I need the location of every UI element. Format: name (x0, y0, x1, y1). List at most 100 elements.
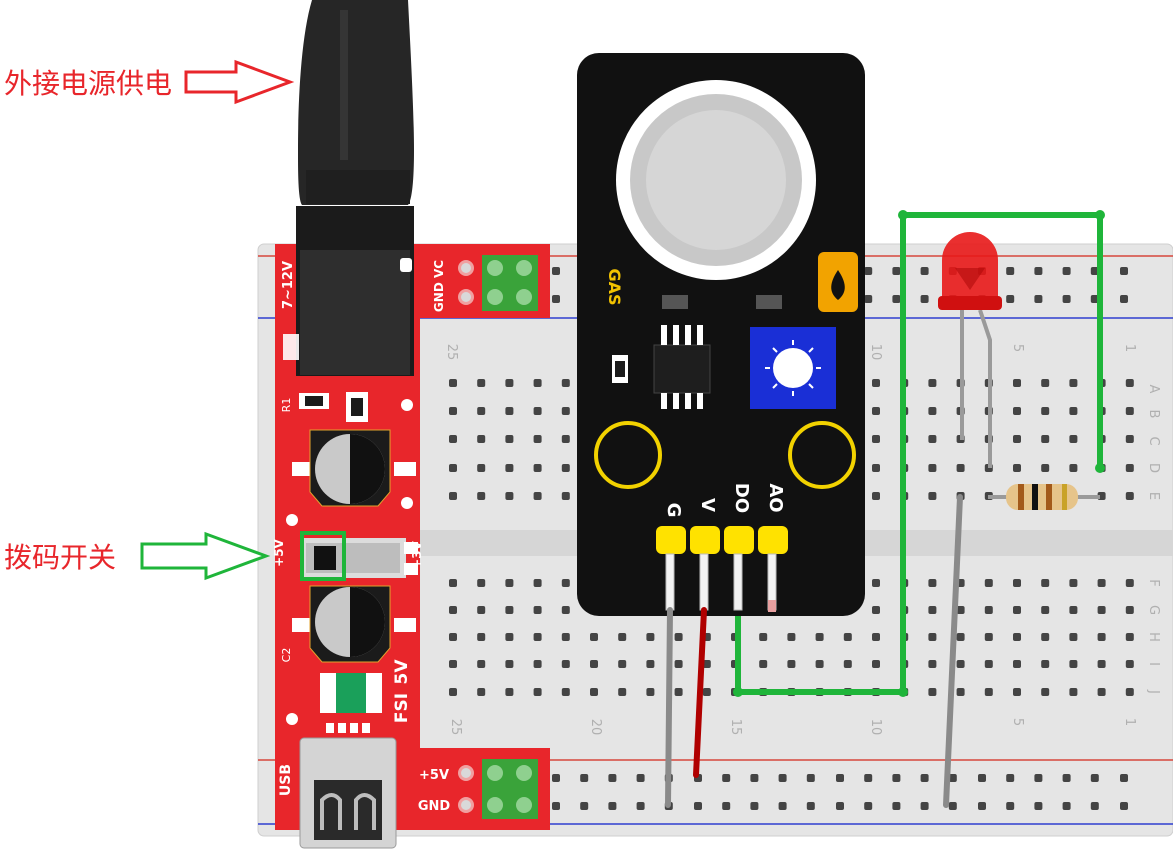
breadboard-hole (618, 633, 627, 641)
breadboard-hole (561, 688, 570, 696)
breadboard-hole (1041, 606, 1050, 614)
breadboard-hole (1041, 464, 1050, 472)
col-number-bottom-25: 25 (448, 719, 463, 736)
breadboard-hole (505, 492, 514, 500)
breadboard-hole (449, 606, 457, 614)
breadboard-hole (984, 606, 993, 614)
comparator-chip (653, 344, 711, 394)
breadboard-hole (928, 407, 937, 415)
breadboard-hole (1125, 464, 1134, 472)
breadboard-hole (449, 379, 457, 387)
breadboard-hole (590, 660, 598, 668)
breadboard-hole (505, 660, 514, 668)
breadboard-hole (928, 579, 937, 587)
breadboard-hole (561, 606, 570, 614)
row-label-i: I (1146, 662, 1161, 666)
breadboard-hole (864, 774, 873, 782)
breadboard-hole (561, 379, 570, 387)
breadboard-hole (778, 774, 787, 782)
breadboard-hole (984, 688, 993, 696)
breadboard-hole (815, 660, 824, 668)
switch-3v-label: +3V (410, 540, 424, 568)
breadboard-hole (561, 435, 570, 443)
breadboard-hole (477, 660, 486, 668)
row-label-g: G (1146, 605, 1161, 615)
breadboard-hole (750, 774, 759, 782)
col-number-top-10: 10 (868, 344, 883, 361)
breadboard-hole (928, 606, 937, 614)
breadboard-hole (636, 802, 645, 810)
breadboard-hole (1013, 407, 1021, 415)
breadboard-hole (920, 295, 929, 303)
row-label-e: E (1146, 492, 1161, 500)
col-number-top-5: 5 (1010, 344, 1025, 352)
fsi-5v-label: 5V (392, 659, 412, 685)
fsi-label: FSI (392, 693, 412, 723)
breadboard-hole (864, 295, 873, 303)
breadboard-hole (948, 774, 957, 782)
breadboard-hole (872, 606, 880, 614)
breadboard-hole (561, 492, 570, 500)
breadboard-hole (843, 660, 852, 668)
breadboard-hole (1034, 774, 1043, 782)
breadboard-hole (1013, 688, 1021, 696)
breadboard-hole (449, 407, 457, 415)
green-wire-do (735, 212, 1103, 695)
breadboard-hole (505, 606, 514, 614)
breadboard-hole (956, 688, 965, 696)
breadboard-hole (533, 464, 542, 472)
breadboard-hole (1013, 660, 1021, 668)
breadboard-hole (892, 774, 901, 782)
resistor (988, 484, 1100, 510)
col-number-top-25: 25 (444, 344, 459, 361)
breadboard-hole (1062, 802, 1071, 810)
breadboard-hole (533, 579, 542, 587)
breadboard-hole (561, 633, 570, 641)
breadboard-hole (759, 633, 768, 641)
breadboard-hole (1013, 379, 1021, 387)
external-power-annotation: 外接电源供电 (4, 67, 173, 100)
breadboard-hole (978, 802, 986, 810)
breadboard-hole (892, 295, 901, 303)
breadboard-hole (674, 688, 683, 696)
power-module: 7~12V R1 +5V +3V C2 5V (272, 0, 550, 849)
c2-label: C2 (280, 648, 293, 663)
dip-switch-highlight (300, 531, 346, 581)
usb-label: USB (278, 764, 294, 796)
breadboard-hole (1069, 579, 1078, 587)
breadboard-hole (561, 407, 570, 415)
breadboard-hole (1125, 633, 1134, 641)
breadboard-hole (1013, 579, 1021, 587)
breadboard-hole (1034, 802, 1043, 810)
breadboard-hole (928, 464, 937, 472)
breadboard-hole (674, 633, 683, 641)
breadboard-hole (759, 660, 768, 668)
breadboard-hole (978, 774, 986, 782)
dip-switch-annotation: 拨码开关 (4, 541, 117, 574)
col-number-bottom-1: 1 (1122, 718, 1137, 726)
breadboard-hole (477, 407, 486, 415)
breadboard-hole (892, 267, 901, 275)
breadboard-hole (552, 267, 560, 275)
breadboard-hole (1034, 295, 1043, 303)
breadboard-hole (449, 492, 457, 500)
breadboard-hole (449, 633, 457, 641)
breadboard-hole (928, 492, 937, 500)
breadboard-hole (477, 633, 486, 641)
breadboard-hole (505, 407, 514, 415)
breadboard-hole (608, 774, 617, 782)
row-label-c: C (1146, 436, 1161, 445)
breadboard-hole (864, 802, 873, 810)
breadboard-hole (920, 774, 929, 782)
breadboard-hole (1006, 802, 1015, 810)
breadboard-hole (477, 379, 486, 387)
breadboard-hole (872, 464, 880, 472)
breadboard-hole (505, 435, 514, 443)
red-arrow-icon (184, 59, 295, 105)
breadboard-hole (533, 435, 542, 443)
breadboard-hole (1069, 379, 1078, 387)
dc-plug (298, 0, 414, 205)
breadboard-hole (561, 579, 570, 587)
breadboard-hole (1097, 606, 1106, 614)
breadboard-hole (787, 633, 796, 641)
